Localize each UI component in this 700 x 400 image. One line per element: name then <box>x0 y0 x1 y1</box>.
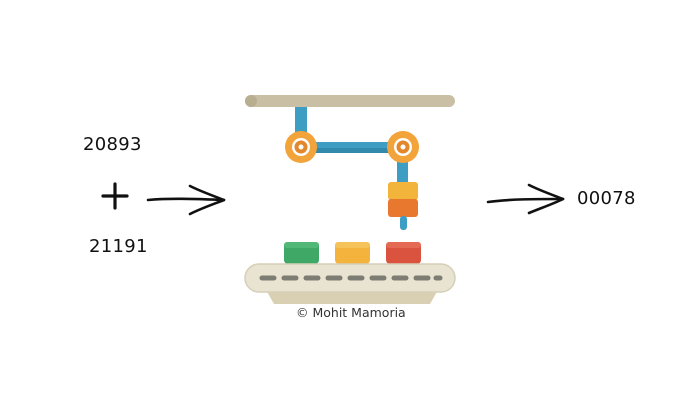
first-number: 20893 <box>83 134 142 155</box>
result-number: 00078 <box>577 188 636 209</box>
output-arrow-icon <box>486 183 565 215</box>
second-number: 21191 <box>89 236 148 257</box>
plus-icon <box>101 182 129 210</box>
credit-text: © Mohit Mamoria <box>296 305 406 320</box>
input-arrow-icon <box>146 184 226 216</box>
robotic-arm-conveyor-icon <box>244 95 456 304</box>
